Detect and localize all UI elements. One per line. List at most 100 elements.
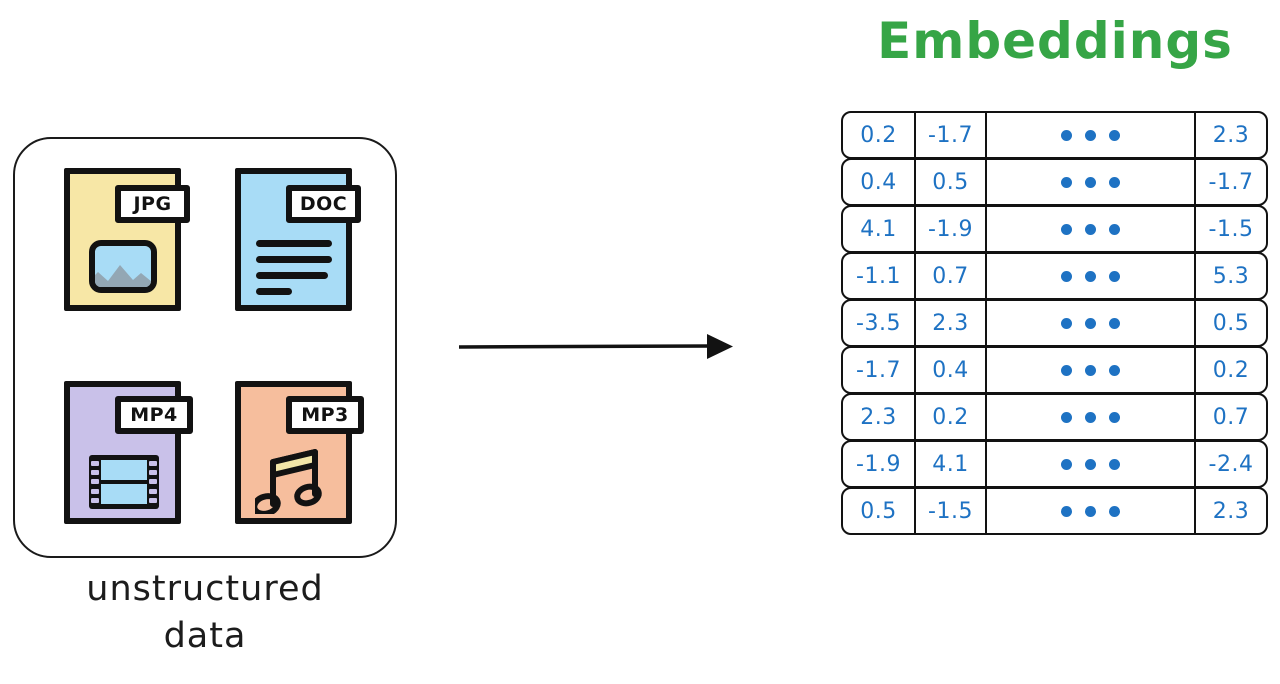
dot — [1085, 364, 1096, 376]
dot — [1109, 223, 1120, 235]
dot — [1109, 458, 1120, 470]
dot — [1061, 270, 1072, 282]
embedding-value-cell: -1.9 — [856, 451, 901, 477]
embedding-value-cell: -1.9 — [914, 207, 985, 251]
ellipsis-cell — [985, 348, 1194, 392]
ellipsis-dots — [1061, 364, 1120, 376]
dot — [1085, 223, 1096, 235]
embedding-value-cell: 2.3 — [860, 404, 897, 430]
music-note-icon — [255, 449, 322, 514]
dot — [1061, 364, 1072, 376]
dot — [1085, 270, 1096, 282]
embedding-value-cell: 0.4 — [860, 169, 897, 195]
embedding-value-cell: -1.7 — [914, 113, 985, 157]
dot — [1109, 129, 1120, 141]
embedding-value-cell: 0.7 — [1194, 395, 1266, 439]
transform-arrow — [458, 334, 733, 359]
ellipsis-cell — [985, 301, 1194, 345]
embedding-value-cell: 4.1 — [914, 442, 985, 486]
dot — [1085, 411, 1096, 423]
document-lines-icon — [256, 240, 332, 304]
dot — [1061, 129, 1072, 141]
embedding-value-cell: -3.5 — [856, 310, 901, 336]
dot — [1061, 317, 1072, 329]
ellipsis-cell — [985, 207, 1194, 251]
embedding-value-cell: 2.3 — [1194, 113, 1266, 157]
dot — [1061, 505, 1072, 517]
embedding-value-cell: 0.4 — [914, 348, 985, 392]
file-label-jpg: JPG — [115, 185, 190, 223]
file-label-mp4: MP4 — [115, 396, 193, 434]
dot — [1061, 176, 1072, 188]
dot — [1085, 129, 1096, 141]
embedding-row: -1.9 4.1 -2.4 — [841, 440, 1268, 488]
dot — [1109, 364, 1120, 376]
embedding-value-cell: -1.7 — [1194, 160, 1266, 204]
dot — [1109, 505, 1120, 517]
file-label-mp3: MP3 — [286, 396, 364, 434]
ellipsis-dots — [1061, 505, 1120, 517]
dot — [1109, 317, 1120, 329]
embeddings-title: Embeddings — [877, 12, 1233, 70]
embedding-row: 0.2 -1.7 2.3 — [841, 111, 1268, 159]
embedding-value-cell: -1.1 — [856, 263, 901, 289]
unstructured-data-caption: unstructured data — [0, 566, 410, 661]
embedding-row: -1.7 0.4 0.2 — [841, 346, 1268, 394]
dot — [1085, 458, 1096, 470]
dot — [1085, 176, 1096, 188]
film-strip-icon — [89, 455, 159, 509]
ellipsis-cell — [985, 395, 1194, 439]
embedding-row: 4.1 -1.9 -1.5 — [841, 205, 1268, 253]
ellipsis-dots — [1061, 411, 1120, 423]
embedding-value-cell: 0.7 — [914, 254, 985, 298]
embedding-value-cell: 2.3 — [1194, 489, 1266, 533]
dot — [1061, 458, 1072, 470]
embedding-value-cell: -1.5 — [1194, 207, 1266, 251]
doc-line — [256, 272, 328, 279]
embedding-value-cell: 0.2 — [1194, 348, 1266, 392]
embedding-value-cell: -1.7 — [856, 357, 901, 383]
doc-line — [256, 288, 292, 295]
dot — [1109, 411, 1120, 423]
embedding-row: 0.4 0.5 -1.7 — [841, 158, 1268, 206]
embedding-value-cell: -2.4 — [1194, 442, 1266, 486]
dot — [1061, 223, 1072, 235]
embedding-row: 2.3 0.2 0.7 — [841, 393, 1268, 441]
ellipsis-dots — [1061, 176, 1120, 188]
dot — [1109, 176, 1120, 188]
ellipsis-dots — [1061, 458, 1120, 470]
doc-line — [256, 240, 332, 247]
embedding-value-cell: 4.1 — [860, 216, 897, 242]
dot — [1085, 317, 1096, 329]
embedding-value-cell: 0.2 — [914, 395, 985, 439]
dot — [1061, 411, 1072, 423]
ellipsis-cell — [985, 160, 1194, 204]
ellipsis-cell — [985, 442, 1194, 486]
dot — [1109, 270, 1120, 282]
embedding-row: -1.1 0.7 5.3 — [841, 252, 1268, 300]
caption-line-1: unstructured — [86, 569, 324, 609]
ellipsis-dots — [1061, 317, 1120, 329]
ellipsis-cell — [985, 489, 1194, 533]
embedding-value-cell: 0.5 — [860, 498, 897, 524]
embedding-row: 0.5 -1.5 2.3 — [841, 487, 1268, 535]
file-label-doc: DOC — [286, 185, 361, 223]
embedding-value-cell: -1.5 — [914, 489, 985, 533]
embedding-value-cell: 0.2 — [860, 122, 897, 148]
image-icon — [89, 240, 157, 293]
ellipsis-cell — [985, 113, 1194, 157]
dot — [1085, 505, 1096, 517]
embedding-value-cell: 2.3 — [914, 301, 985, 345]
doc-line — [256, 256, 332, 263]
embedding-value-cell: 5.3 — [1194, 254, 1266, 298]
ellipsis-dots — [1061, 270, 1120, 282]
ellipsis-cell — [985, 254, 1194, 298]
film-frames — [101, 455, 147, 509]
embedding-value-cell: 0.5 — [914, 160, 985, 204]
caption-line-2: data — [163, 616, 247, 657]
embedding-value-cell: 0.5 — [1194, 301, 1266, 345]
mountain-shape — [95, 265, 151, 287]
film-perforations-right — [147, 455, 159, 509]
ellipsis-dots — [1061, 129, 1120, 141]
